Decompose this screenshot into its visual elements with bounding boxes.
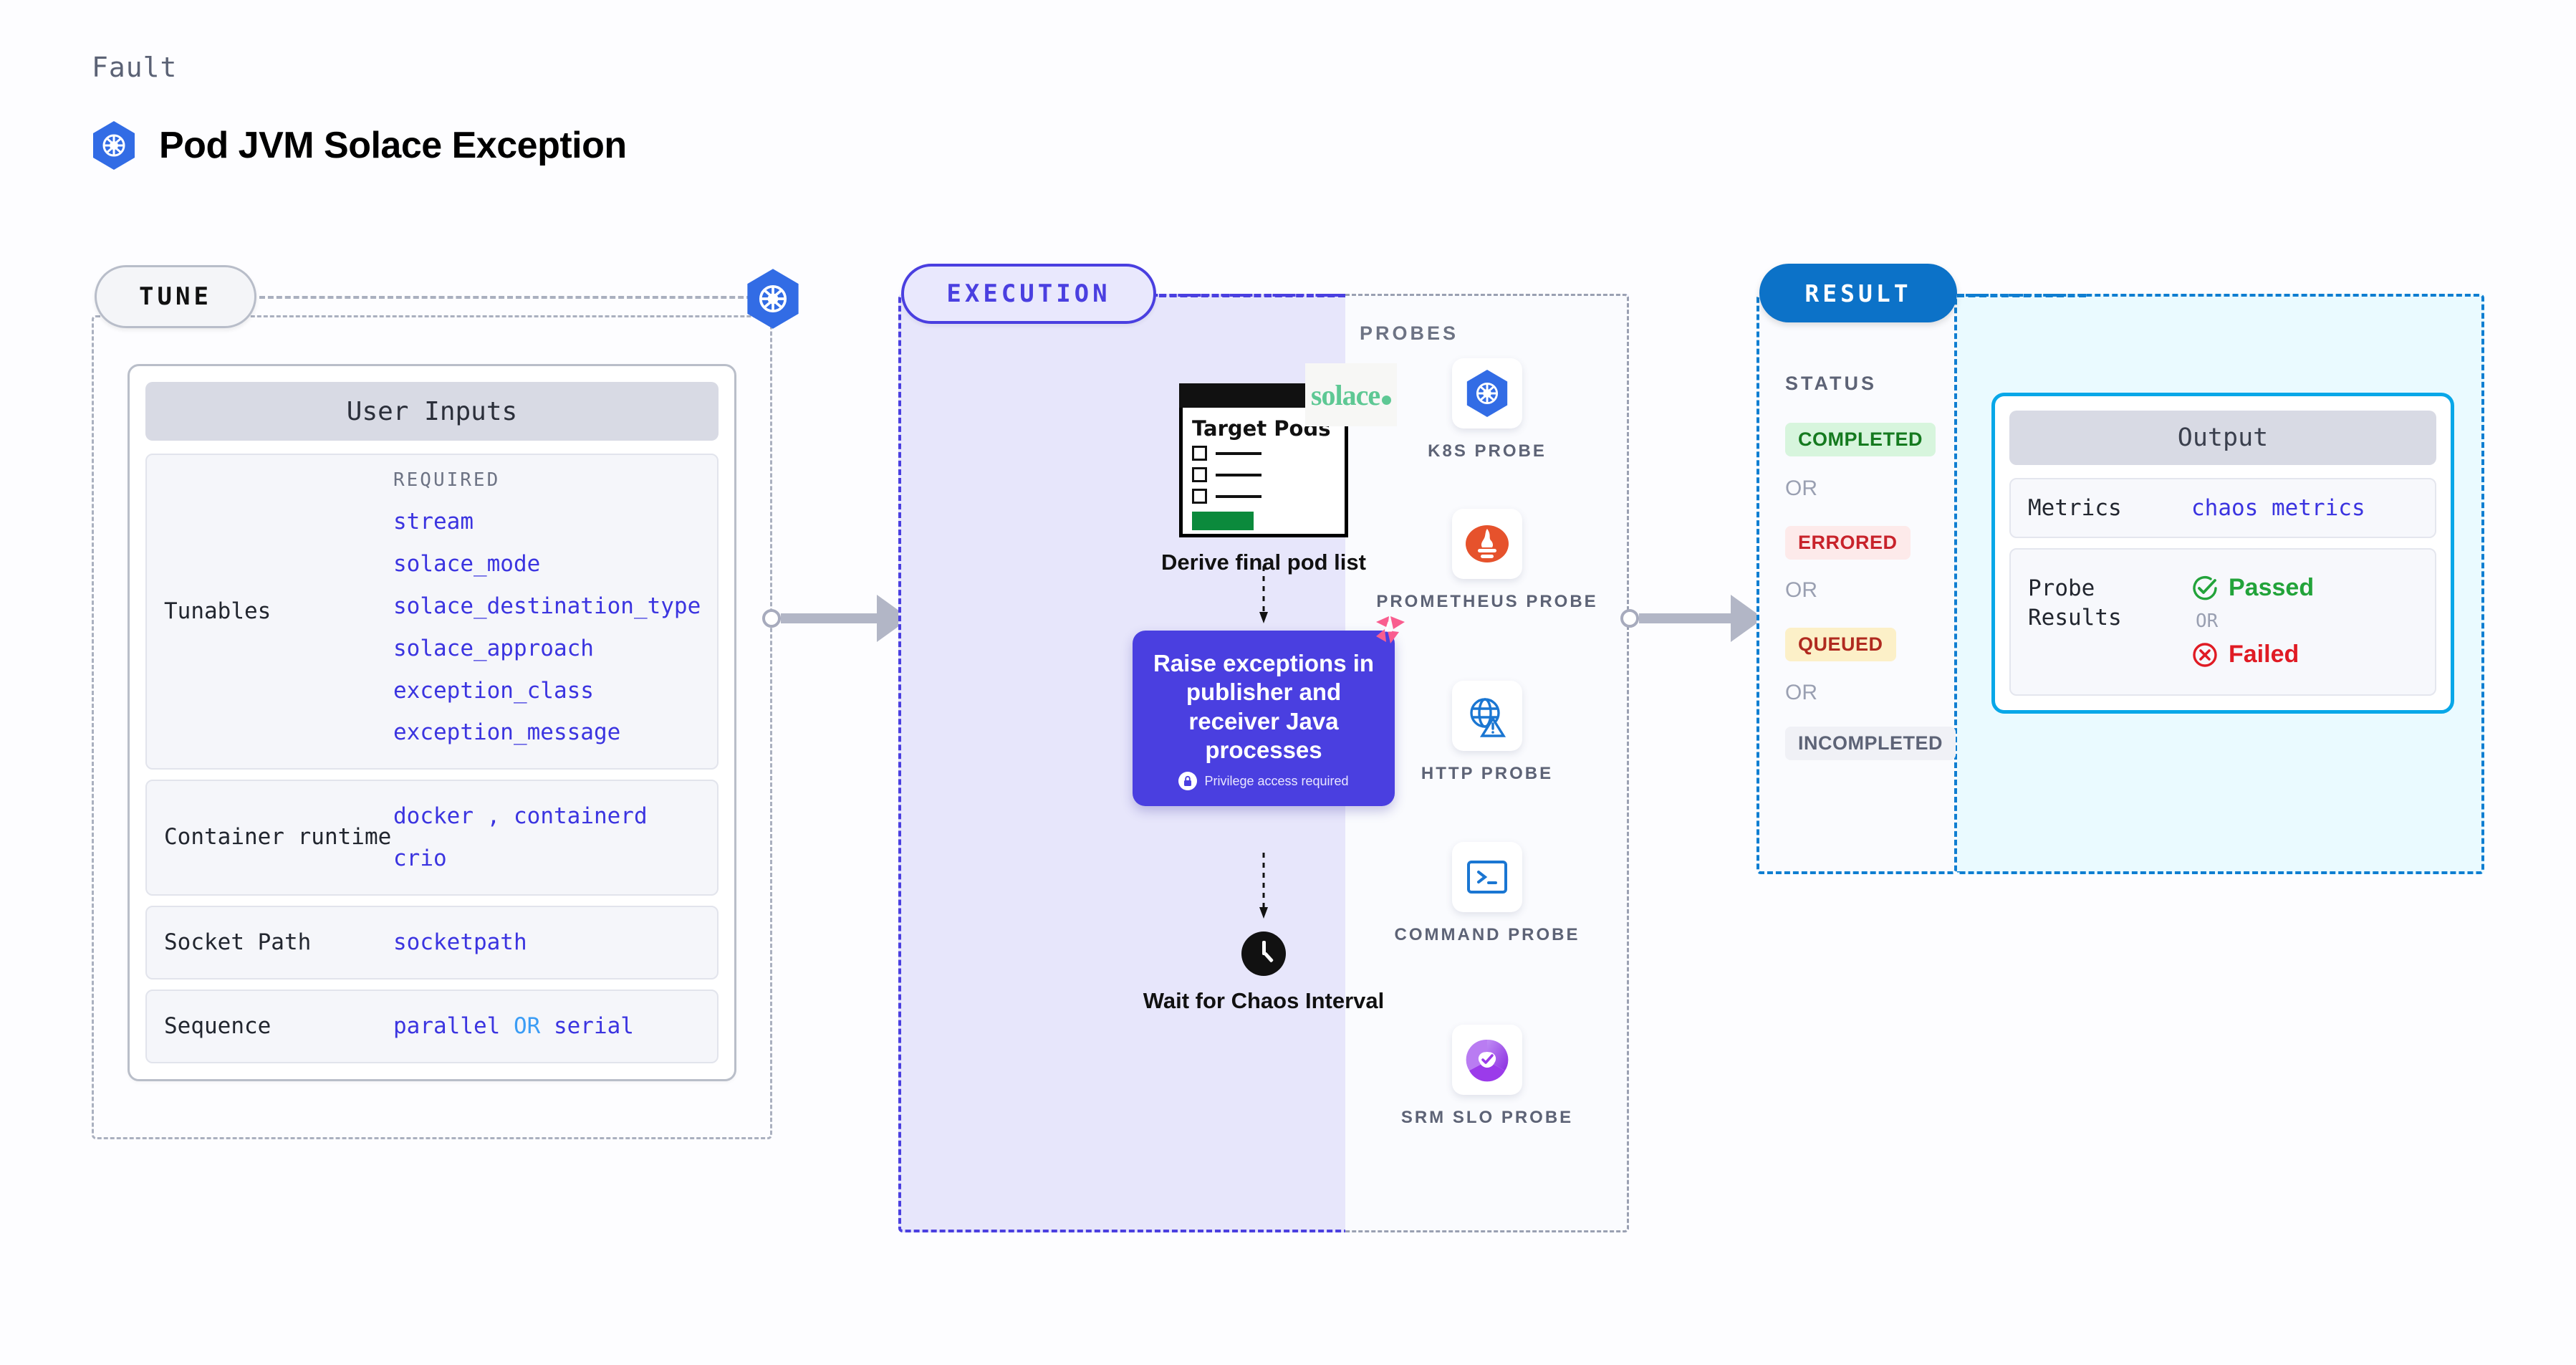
pod-checkbox xyxy=(1192,489,1207,504)
flow-step-wait-interval: Wait for Chaos Interval xyxy=(898,931,1629,1015)
status-badge-errored: ERRORED xyxy=(1785,526,1911,560)
raise-exceptions-text: Raise exceptions in publisher and receiv… xyxy=(1153,650,1375,763)
probe-result-passed: Passed xyxy=(2191,574,2314,602)
table-row: Sequence parallel OR serial xyxy=(145,990,719,1063)
runtime-crio[interactable]: crio xyxy=(393,846,447,872)
probe-http[interactable]: HTTP PROBE xyxy=(1345,681,1629,785)
probe-label: K8S PROBE xyxy=(1428,441,1547,461)
status-or: OR xyxy=(1785,476,1817,500)
prometheus-icon xyxy=(1452,509,1522,579)
probe-label: PROMETHEUS PROBE xyxy=(1376,592,1598,611)
privilege-note-text: Privilege access required xyxy=(1204,773,1349,788)
privilege-note: Privilege access required xyxy=(1147,772,1380,790)
tunable-stream[interactable]: stream xyxy=(393,509,474,535)
terminal-icon xyxy=(1452,842,1522,912)
probes-label: PROBES xyxy=(1360,322,1459,344)
table-row: Socket Path socketpath xyxy=(145,906,719,980)
table-row: Tunables REQUIRED stream solace_mode sol… xyxy=(145,454,719,770)
flow-step-caption: Wait for Chaos Interval xyxy=(1143,988,1385,1013)
page-title-row: Pod JVM Solace Exception xyxy=(92,120,627,171)
x-circle-icon xyxy=(2193,643,2217,667)
connector-execution-to-result xyxy=(1620,595,1781,642)
litmus-icon xyxy=(1376,616,1405,643)
srm-slo-icon xyxy=(1452,1025,1522,1095)
clock-icon xyxy=(1241,931,1286,976)
pod-checkbox xyxy=(1192,446,1207,461)
flow-arrow-down xyxy=(1259,853,1268,919)
probe-label: HTTP PROBE xyxy=(1421,764,1554,783)
result-section xyxy=(1756,294,1957,874)
fault-kicker: Fault xyxy=(92,52,178,83)
kubernetes-icon xyxy=(92,120,136,171)
kubernetes-icon xyxy=(745,268,801,333)
tunable-solace-destination-type[interactable]: solace_destination_type xyxy=(393,593,701,619)
metrics-label: Metrics xyxy=(2028,495,2122,521)
status-or: OR xyxy=(1785,681,1817,704)
tunable-solace-mode[interactable]: solace_mode xyxy=(393,550,541,577)
tune-badge[interactable]: TUNE xyxy=(95,265,256,328)
flow-step-derive-pods: Target Pods solace Derive final pod list xyxy=(898,363,1629,577)
sequence-separator: OR xyxy=(513,1013,541,1040)
probe-srm-slo[interactable]: SRM SLO PROBE xyxy=(1345,1025,1629,1129)
socket-path-value[interactable]: socketpath xyxy=(393,929,527,956)
probe-prometheus[interactable]: PROMETHEUS PROBE xyxy=(1345,509,1629,613)
page-title: Pod JVM Solace Exception xyxy=(159,125,627,166)
table-row: Probe Results Passed OR Failed xyxy=(2009,548,2436,696)
flow-step-raise-exceptions: Raise exceptions in publisher and receiv… xyxy=(898,616,1629,806)
pod-checkbox xyxy=(1192,467,1207,483)
tunables-label: Tunables xyxy=(164,598,271,624)
status-or: OR xyxy=(1785,578,1817,602)
runtime-containerd[interactable]: containerd xyxy=(514,803,648,830)
metrics-value[interactable]: chaos metrics xyxy=(2191,495,2365,522)
user-inputs-card: User Inputs Tunables REQUIRED stream sol… xyxy=(128,364,736,1081)
probe-command[interactable]: COMMAND PROBE xyxy=(1345,842,1629,947)
tune-connector-line xyxy=(259,296,761,299)
execution-flow: Target Pods solace Derive final pod list xyxy=(898,294,1629,1232)
tunable-exception-message[interactable]: exception_message xyxy=(393,719,621,746)
result-badge[interactable]: RESULT xyxy=(1759,264,1957,322)
execution-badge[interactable]: EXECUTION xyxy=(901,264,1156,324)
sequence-parallel[interactable]: parallel xyxy=(393,1013,501,1040)
probe-result-failed: Failed xyxy=(2191,641,2314,669)
probe-result-or: OR xyxy=(2196,610,2219,633)
status-badge-completed: COMPLETED xyxy=(1785,423,1936,456)
pod-selected-bar xyxy=(1192,512,1254,531)
probe-label: COMMAND PROBE xyxy=(1394,925,1580,944)
tune-section xyxy=(92,315,772,1139)
raise-exceptions-card[interactable]: Raise exceptions in publisher and receiv… xyxy=(1133,616,1405,806)
runtime-docker[interactable]: docker xyxy=(393,803,474,830)
probe-results-label: Probe Results xyxy=(2028,575,2122,631)
solace-logo: solace xyxy=(1305,363,1397,426)
execution-connector-line xyxy=(1159,294,1345,297)
user-inputs-title: User Inputs xyxy=(145,382,719,441)
table-row: Container runtime docker , containerd cr… xyxy=(145,780,719,896)
target-pods-card: Target Pods solace xyxy=(1179,363,1397,537)
status-badge-incompleted: INCOMPLETED xyxy=(1785,727,1956,760)
container-runtime-label: Container runtime xyxy=(164,824,392,851)
kubernetes-icon xyxy=(1452,358,1522,428)
socket-path-label: Socket Path xyxy=(164,929,312,955)
status-label: STATUS xyxy=(1785,373,1877,394)
required-heading: REQUIRED xyxy=(393,469,501,491)
runtime-separator: , xyxy=(486,803,501,830)
tunable-exception-class[interactable]: exception_class xyxy=(393,677,594,704)
output-title: Output xyxy=(2009,411,2436,465)
output-card: Output Metrics chaos metrics Probe Resul… xyxy=(1991,393,2454,714)
sequence-serial[interactable]: serial xyxy=(553,1013,634,1040)
globe-warning-icon xyxy=(1452,681,1522,751)
table-row: Metrics chaos metrics xyxy=(2009,478,2436,539)
sequence-label: Sequence xyxy=(164,1012,271,1039)
status-badge-queued: QUEUED xyxy=(1785,628,1896,661)
probe-k8s[interactable]: K8S PROBE xyxy=(1345,358,1629,463)
lock-icon xyxy=(1178,772,1198,790)
result-connector-line xyxy=(1957,294,2086,297)
tunable-solace-approach[interactable]: solace_approach xyxy=(393,635,594,661)
probe-label: SRM SLO PROBE xyxy=(1400,1108,1574,1127)
flow-arrow-down xyxy=(1259,566,1268,623)
check-circle-icon xyxy=(2193,575,2217,600)
